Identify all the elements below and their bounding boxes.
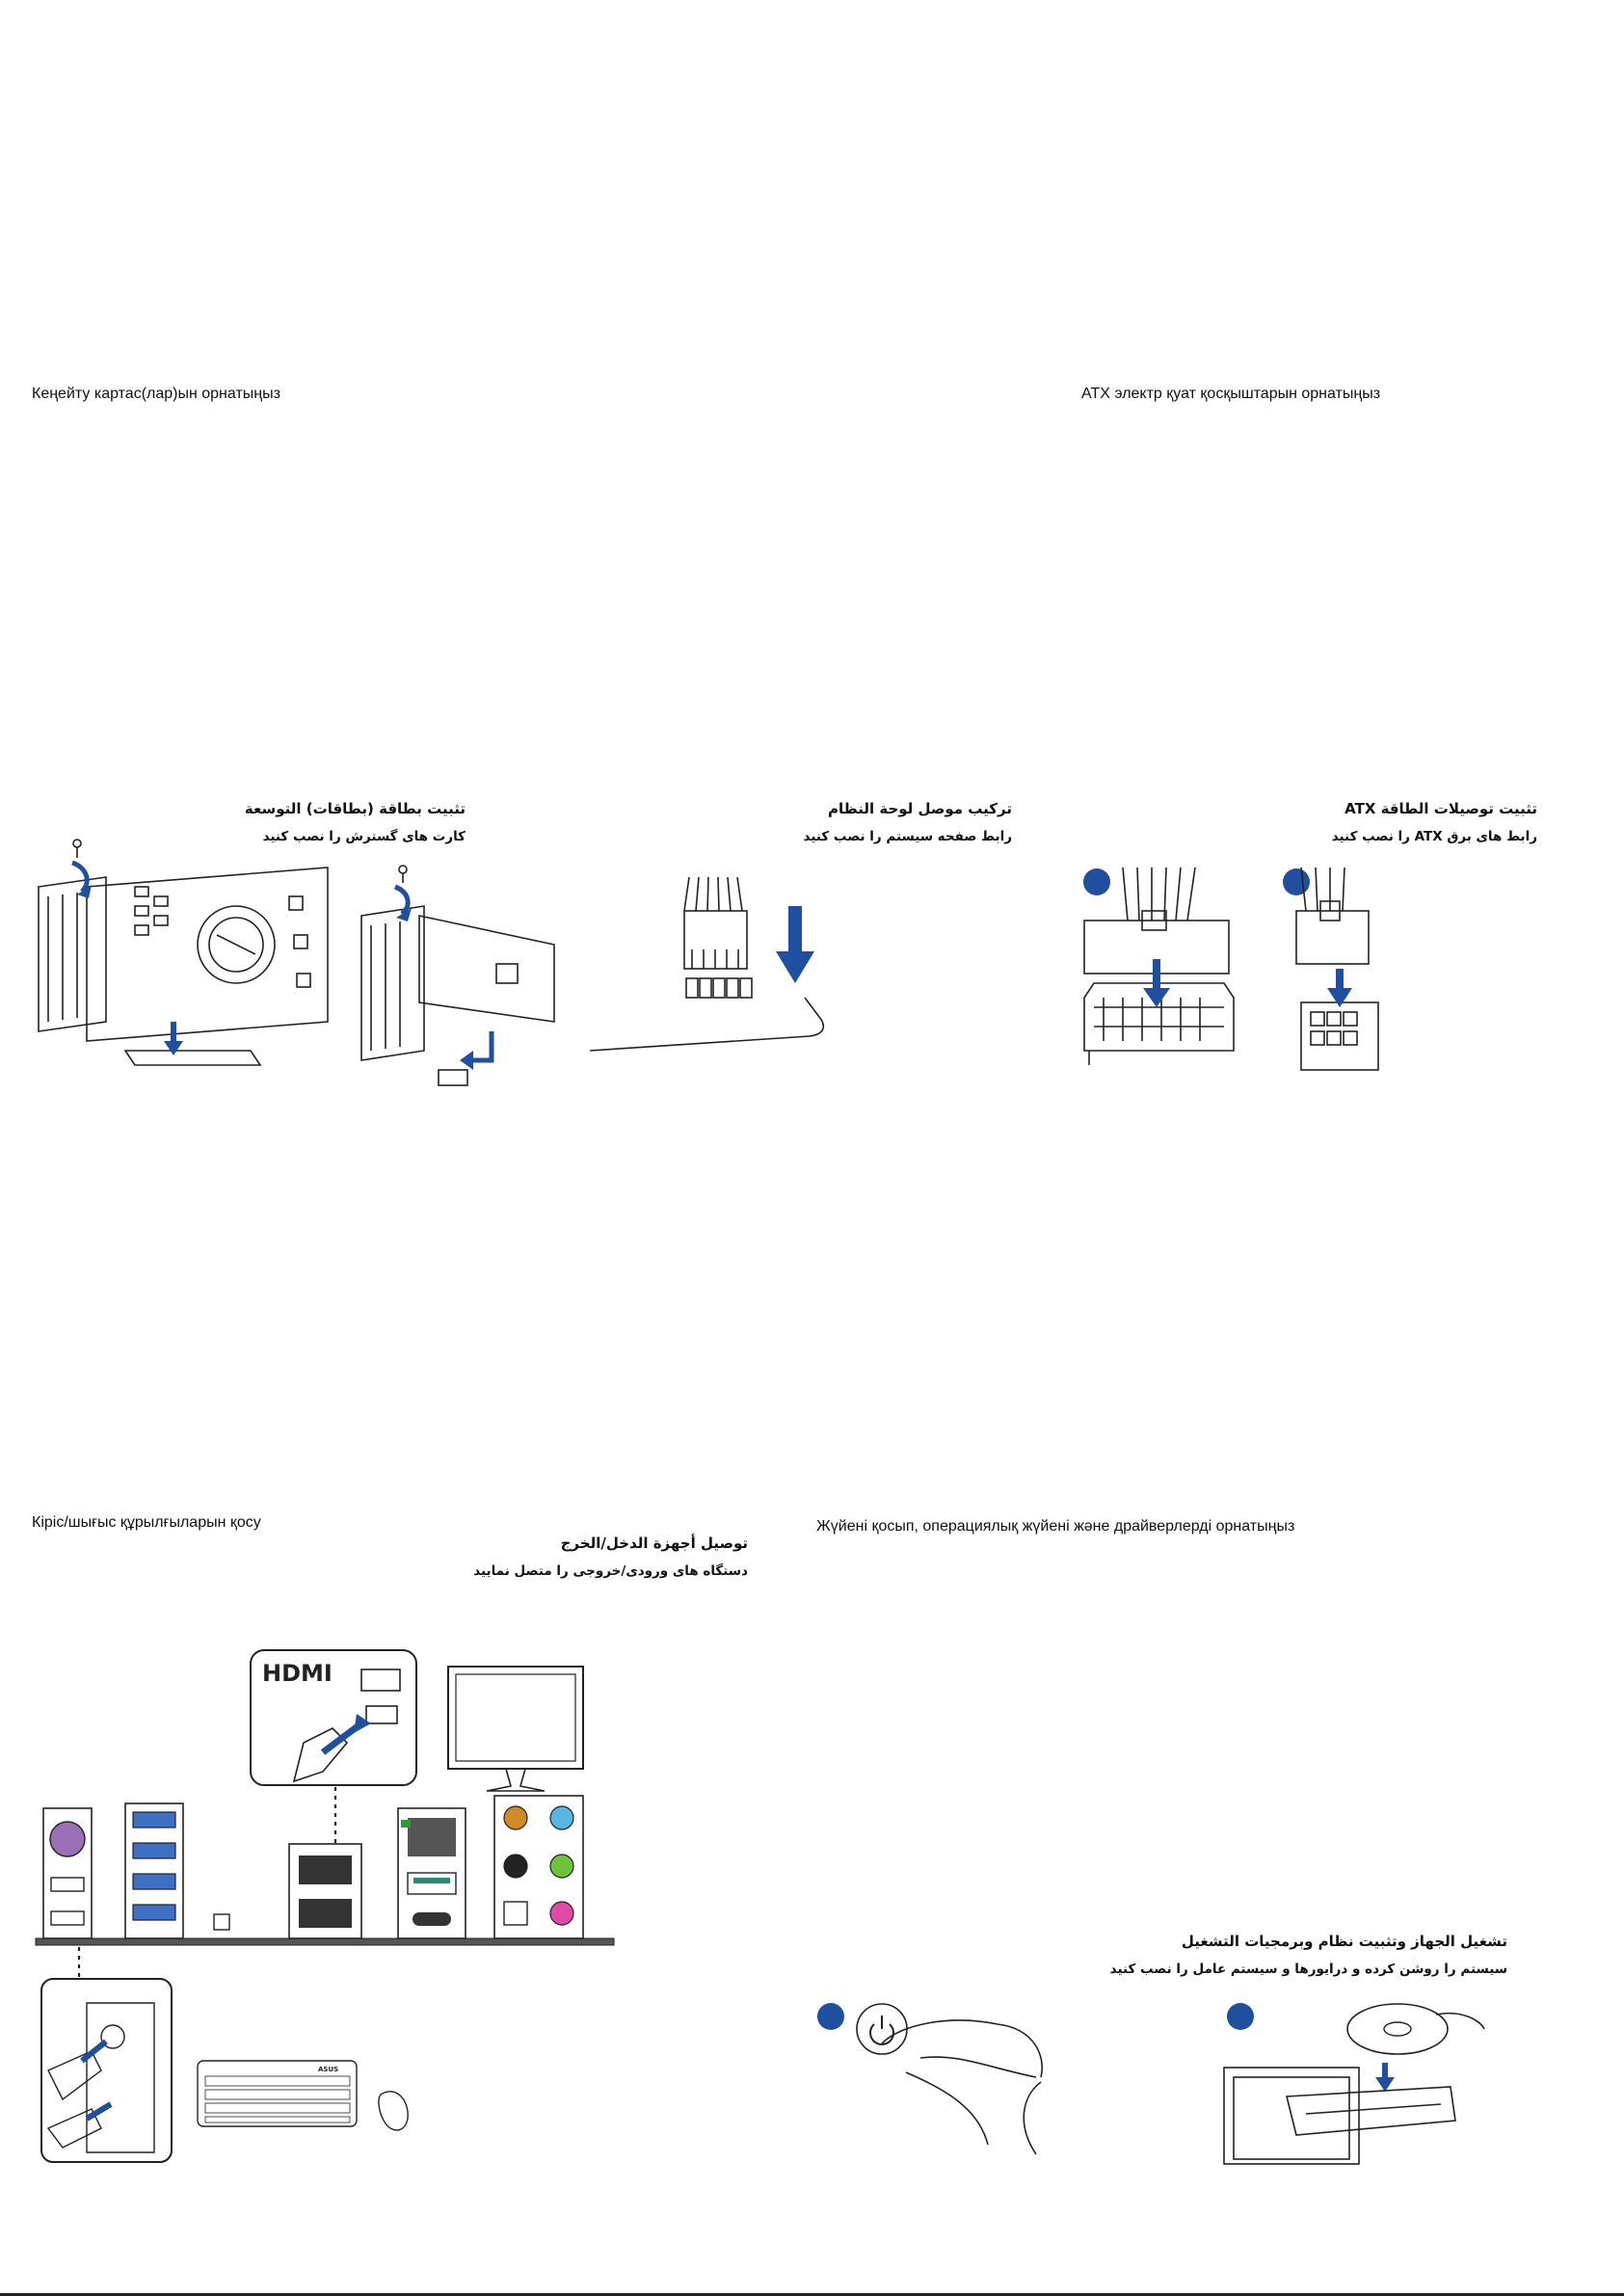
io-panel-illustration: HDMI ASUS: [35, 1649, 615, 2163]
graphics-card-illustration: [38, 839, 329, 1066]
panel-connector-illustration: [589, 876, 825, 1052]
panel-title-fa: رابط صفحه سیستم را نصب کنید: [803, 829, 1012, 844]
power-button-illustration: [817, 2003, 1043, 2155]
bottom-rule: [0, 2293, 1624, 2296]
atx-title-ar: تثبيت توصيلات الطاقة ATX: [1344, 800, 1537, 817]
expansion-title-ar: تثبيت بطاقة (بطاقات) التوسعة: [244, 800, 466, 817]
power-section-title: Жүйені қосып, операциялық жүйені және др…: [816, 1518, 1295, 1535]
hdmi-callout: [250, 1649, 417, 1786]
expansion-title-fa: کارت های گسترش را نصب کنید: [262, 829, 466, 844]
small-card-illustration: [360, 865, 555, 1086]
io-title-fa: دستگاه های ورودی/خروجی را متصل نمایید: [473, 1563, 748, 1579]
atx-section-title: ATX электр қуат қосқыштарын орнатыңыз: [1081, 386, 1381, 402]
io-section-title: Кіріс/шығыс құрылғыларын қосу: [32, 1514, 261, 1531]
hdmi-logo: HDMI: [262, 1660, 333, 1687]
expansion-section-title: Кеңейту картас(лар)ын орнатыңыз: [32, 386, 280, 402]
panel-title-ar: تركيب موصل لوحة النظام: [827, 800, 1012, 817]
atx-8pin-illustration: [1283, 867, 1379, 1071]
disc-install-illustration: [1223, 2003, 1485, 2165]
io-title-ar: توصيل أجهزة الدخل/الخرج: [560, 1535, 748, 1552]
atx-24pin-illustration: [1083, 867, 1235, 1065]
atx-title-fa: رابط های برق ATX را نصب کنید: [1331, 829, 1537, 844]
power-title-fa: سیستم را روشن کرده و درایورها و سیستم عا…: [1109, 1962, 1507, 1977]
asus-logo: ASUS: [318, 2066, 338, 2073]
power-title-ar: تشغيل الجهاز وتثبيت نظام وبرمجيات التشغي…: [1181, 1933, 1507, 1950]
